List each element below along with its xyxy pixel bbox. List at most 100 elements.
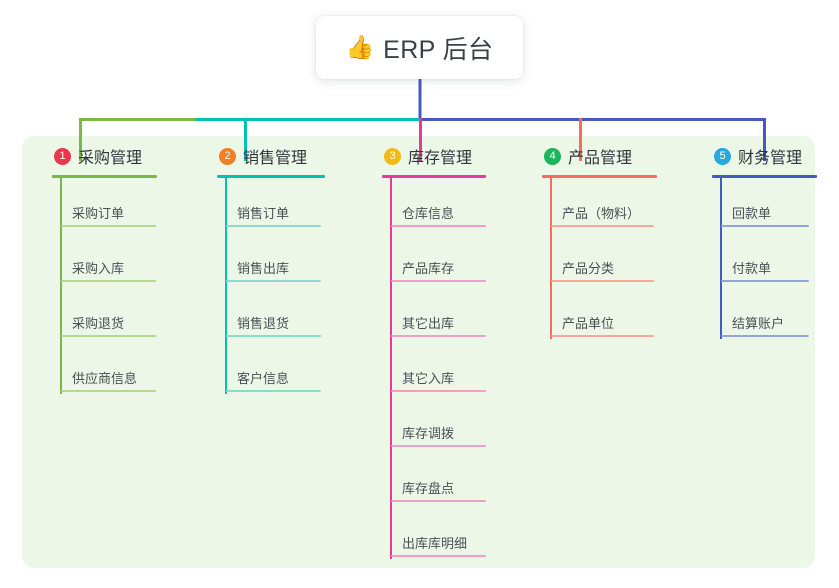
branch-items-3: 仓库信息产品库存其它出库其它入库库存调拨库存盘点出库库明细	[370, 178, 520, 563]
branch-header-3[interactable]: 3 库存管理	[370, 144, 520, 168]
leaf-item[interactable]: 产品分类	[530, 233, 680, 288]
thumbs-up-icon: 👍	[345, 34, 375, 60]
branch-column-3: 3 库存管理仓库信息产品库存其它出库其它入库库存调拨库存盘点出库库明细	[370, 144, 520, 563]
leaf-item-label: 采购入库	[72, 261, 125, 276]
branch-title-5: 财务管理	[738, 150, 803, 167]
branch-spine-1	[60, 178, 62, 394]
branch-badge-1: 1	[54, 147, 71, 165]
leaf-item-underline	[721, 335, 809, 337]
leaf-item-underline	[391, 445, 486, 447]
leaf-item-underline	[226, 335, 321, 337]
leaf-item-label: 仓库信息	[402, 206, 455, 221]
branch-column-5: 5 财务管理回款单付款单结算账户	[700, 144, 839, 343]
branch-items-4: 产品（物料） 产品分类产品单位	[530, 178, 680, 343]
leaf-item[interactable]: 仓库信息	[370, 178, 520, 233]
leaf-item-label: 客户信息	[237, 371, 290, 386]
leaf-item-underline	[551, 225, 654, 227]
branch-column-2: 2 销售管理销售订单销售出库销售退货客户信息	[205, 144, 355, 398]
leaf-item-underline	[391, 280, 486, 282]
branch-items-5: 回款单付款单结算账户	[700, 178, 839, 343]
leaf-item-underline	[721, 225, 809, 227]
branch-underline-3	[382, 175, 486, 178]
leaf-item-underline	[551, 335, 654, 337]
leaf-item-underline	[551, 280, 654, 282]
leaf-item-underline	[391, 500, 486, 502]
leaf-item[interactable]: 采购入库	[40, 233, 190, 288]
leaf-item-label: 销售订单	[237, 206, 290, 221]
leaf-item-underline	[226, 225, 321, 227]
leaf-item-label: 销售退货	[237, 316, 290, 331]
branch-underline-4	[542, 175, 657, 178]
leaf-item-label: 供应商信息	[72, 371, 138, 386]
leaf-item[interactable]: 采购退货	[40, 288, 190, 343]
branch-badge-2: 2	[219, 147, 236, 165]
leaf-item-label: 结算账户	[732, 316, 785, 331]
leaf-item[interactable]: 产品（物料）	[530, 178, 680, 233]
leaf-item-label: 库存盘点	[402, 481, 455, 496]
branch-title-1: 采购管理	[78, 150, 143, 167]
leaf-item[interactable]: 出库库明细	[370, 508, 520, 563]
leaf-item-label: 回款单	[732, 206, 772, 221]
leaf-item[interactable]: 产品库存	[370, 233, 520, 288]
branch-items-2: 销售订单销售出库销售退货客户信息	[205, 178, 355, 398]
branch-spine-4	[550, 178, 552, 339]
branch-title-3: 库存管理	[408, 150, 473, 167]
branch-badge-5: 5	[714, 147, 731, 165]
leaf-item-underline	[61, 390, 156, 392]
branch-badge-4: 4	[544, 147, 561, 165]
content-panel	[22, 136, 815, 568]
leaf-item[interactable]: 销售订单	[205, 178, 355, 233]
leaf-item-label: 产品（物料）	[562, 206, 641, 221]
leaf-item-label: 采购退货	[72, 316, 125, 331]
leaf-item[interactable]: 产品单位	[530, 288, 680, 343]
leaf-item[interactable]: 库存调拨	[370, 398, 520, 453]
branch-badge-3: 3	[384, 147, 401, 165]
root-node-content: 👍 ERP 后台	[346, 30, 494, 66]
leaf-item[interactable]: 付款单	[700, 233, 839, 288]
leaf-item-label: 产品单位	[562, 316, 615, 331]
leaf-item-label: 其它入库	[402, 371, 455, 386]
branch-title-2: 销售管理	[243, 150, 308, 167]
leaf-item-underline	[391, 555, 486, 557]
leaf-item[interactable]: 销售出库	[205, 233, 355, 288]
branch-underline-5	[712, 175, 817, 178]
leaf-item-underline	[391, 390, 486, 392]
branch-header-4[interactable]: 4 产品管理	[530, 144, 680, 168]
branch-header-1[interactable]: 1 采购管理	[40, 144, 190, 168]
leaf-item-underline	[61, 280, 156, 282]
branch-underline-1	[52, 175, 157, 178]
leaf-item-underline	[61, 335, 156, 337]
leaf-item-label: 销售出库	[237, 261, 290, 276]
branch-header-5[interactable]: 5 财务管理	[700, 144, 839, 168]
leaf-item-underline	[391, 225, 486, 227]
branch-column-4: 4 产品管理产品（物料） 产品分类产品单位	[530, 144, 680, 343]
leaf-item[interactable]: 销售退货	[205, 288, 355, 343]
leaf-item[interactable]: 供应商信息	[40, 343, 190, 398]
branch-column-1: 1 采购管理采购订单采购入库采购退货供应商信息	[40, 144, 190, 398]
branch-spine-2	[225, 178, 227, 394]
leaf-item-label: 采购订单	[72, 206, 125, 221]
branch-spine-5	[720, 178, 722, 339]
leaf-item[interactable]: 库存盘点	[370, 453, 520, 508]
leaf-item[interactable]: 回款单	[700, 178, 839, 233]
leaf-item[interactable]: 其它出库	[370, 288, 520, 343]
leaf-item-label: 付款单	[732, 261, 772, 276]
leaf-item[interactable]: 结算账户	[700, 288, 839, 343]
leaf-item-label: 产品库存	[402, 261, 455, 276]
leaf-item[interactable]: 客户信息	[205, 343, 355, 398]
leaf-item-underline	[391, 335, 486, 337]
branch-header-2[interactable]: 2 销售管理	[205, 144, 355, 168]
leaf-item-label: 产品分类	[562, 261, 615, 276]
branch-title-4: 产品管理	[568, 150, 633, 167]
leaf-item-underline	[721, 280, 809, 282]
root-title: ERP 后台	[383, 35, 494, 64]
leaf-item[interactable]: 其它入库	[370, 343, 520, 398]
leaf-item-label: 其它出库	[402, 316, 455, 331]
branch-underline-2	[217, 175, 325, 178]
leaf-item-underline	[61, 225, 156, 227]
root-node-card[interactable]: 👍 ERP 后台	[316, 16, 523, 79]
branch-items-1: 采购订单采购入库采购退货供应商信息	[40, 178, 190, 398]
leaf-item[interactable]: 采购订单	[40, 178, 190, 233]
